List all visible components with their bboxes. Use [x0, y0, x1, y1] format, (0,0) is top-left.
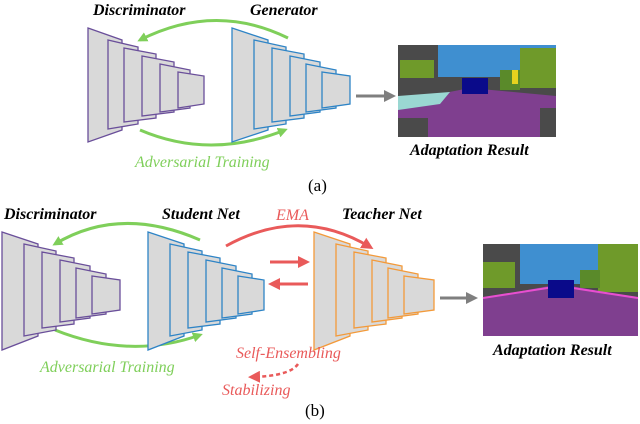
panel-a-adversarial-arrow-top	[137, 19, 289, 42]
panel-a-caption: (a)	[308, 176, 327, 195]
panel-b-stabilizing-arrow	[248, 363, 300, 383]
panel-a-adversarial-label: Adversarial Training	[134, 154, 270, 171]
panel-b-discriminator-label: Discriminator	[3, 206, 97, 223]
panel-b-adversarial-arrow-bottom	[54, 328, 203, 348]
panel-b-student-block-6	[237, 275, 265, 315]
panel-b-segmentation-result	[482, 244, 639, 336]
panel-a-generator-label: Generator	[250, 2, 318, 19]
panel-b-teacher-block-6	[403, 275, 435, 315]
panel-b-discriminator-network	[1, 231, 121, 351]
panel-a-generator-network	[231, 27, 351, 143]
panel-b-teacher-network	[313, 231, 435, 351]
panel-b-caption: (b)	[305, 401, 325, 420]
panel-b-stabilizing-label: Stabilizing	[222, 382, 290, 399]
panel-a-discriminator-network	[87, 27, 205, 143]
panel-a-result-label: Adaptation Result	[409, 142, 529, 159]
panel-b-student-network	[147, 231, 265, 351]
panel-b-ema-arrow	[225, 224, 374, 250]
panel-a-disc-block-6	[177, 71, 205, 109]
panel-b-teacher-label: Teacher Net	[342, 206, 422, 223]
panel-a-segmentation-result	[398, 45, 556, 137]
panel-a-gen-block-6	[321, 71, 351, 109]
panel-b-ema-label: EMA	[275, 207, 309, 224]
panel-b-adversarial-arrow-top	[52, 221, 201, 246]
panel-a-adversarial-arrow-bottom	[139, 127, 288, 147]
panel-b-self-ensembling-label: Self-Ensembling	[236, 345, 341, 362]
panel-a-discriminator-label: Discriminator	[92, 2, 186, 19]
panel-a: Discriminator Generator	[87, 2, 556, 195]
panel-b-disc-block-6	[91, 275, 121, 315]
panel-b-adversarial-label: Adversarial Training	[39, 359, 175, 376]
panel-b-student-label: Student Net	[162, 206, 240, 223]
panel-b: Discriminator Student Net Teacher Net EM…	[1, 206, 639, 420]
panel-b-result-label: Adaptation Result	[492, 342, 612, 359]
